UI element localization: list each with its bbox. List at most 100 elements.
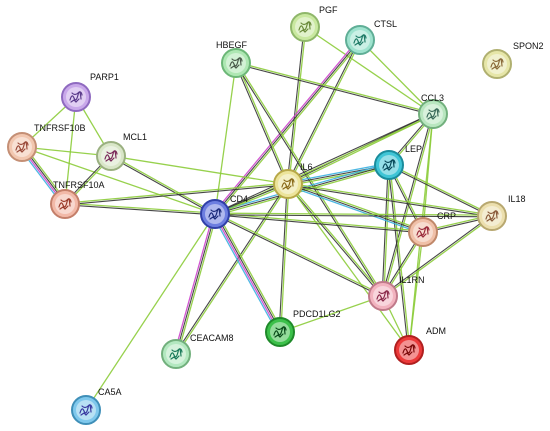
node-label: PGF (319, 5, 338, 15)
node-label: LEP (405, 144, 422, 154)
node-circle (50, 189, 80, 219)
edge-strand (110, 156, 215, 216)
protein-structure-icon (229, 57, 243, 69)
node-inner-highlight (295, 17, 315, 37)
node-spon2[interactable]: SPON2 (482, 41, 544, 79)
node-inner-highlight (399, 340, 419, 360)
edge-strand (215, 212, 493, 216)
node-ctsl[interactable]: CTSL (345, 19, 397, 55)
edge-strand (215, 40, 362, 216)
node-hbegf[interactable]: HBEGF (216, 40, 251, 78)
edge-strand (286, 39, 360, 184)
node-circle (71, 395, 101, 425)
edge-strand (236, 62, 290, 184)
edge-il6-il1rn (286, 183, 385, 297)
edge-strand (286, 184, 383, 297)
node-ccl3[interactable]: CCL3 (418, 93, 448, 129)
node-parp1[interactable]: PARP1 (61, 72, 119, 112)
node-label: CTSL (374, 19, 397, 29)
protein-structure-icon (353, 34, 367, 46)
edge-strand (85, 213, 216, 411)
edge-strand (213, 38, 360, 214)
edge-hbegf-ccl3 (235, 61, 434, 116)
edge-strand (304, 26, 434, 115)
node-circle (200, 199, 230, 229)
node-label: ADM (426, 326, 446, 336)
protein-structure-icon (169, 348, 183, 360)
edge-cd4-crp (214, 212, 424, 234)
edge-strand (408, 231, 424, 351)
edge-strand (175, 213, 216, 355)
node-circle (221, 48, 251, 78)
node-il1rn[interactable]: IL1RN (368, 275, 425, 311)
protein-structure-icon (298, 21, 312, 33)
edge-cd4-pdcd1lg2 (212, 212, 283, 334)
edge-pgf-ccl3 (304, 26, 434, 115)
edge-strand (288, 182, 493, 216)
node-inner-highlight (166, 344, 186, 364)
node-circle (61, 82, 91, 112)
node-inner-highlight (270, 322, 290, 342)
edge-strand (215, 212, 424, 232)
edge-il6-ceacam8 (174, 183, 290, 355)
node-cd4[interactable]: CD4 (200, 194, 248, 229)
node-tnfrsf10b[interactable]: TNFRSF10B (7, 123, 86, 162)
node-inner-highlight (12, 137, 32, 157)
edge-strand (383, 216, 493, 298)
edge-strand (387, 165, 409, 351)
edge-strand (214, 214, 423, 234)
edge-strand (64, 204, 215, 216)
edge-strand (280, 184, 290, 333)
node-pdcd1lg2[interactable]: PDCD1LG2 (265, 309, 341, 347)
edge-mcl1-il6 (110, 155, 289, 185)
node-ca5a[interactable]: CA5A (71, 387, 122, 425)
node-circle (482, 49, 512, 79)
edge-strand (216, 212, 283, 332)
node-label: MCL1 (123, 132, 147, 142)
edge-strand (389, 163, 493, 216)
edge-strand (176, 184, 290, 355)
node-label: CRP (437, 211, 456, 221)
node-circle (273, 169, 303, 199)
edge-strand (214, 214, 492, 218)
edge-il1rn-pdcd1lg2 (279, 295, 384, 333)
node-il6[interactable]: IL6 (273, 162, 313, 199)
node-label: HBEGF (216, 40, 248, 50)
edge-strand (215, 212, 384, 296)
node-label: CEACAM8 (190, 333, 234, 343)
node-lep[interactable]: LEP (374, 144, 422, 180)
protein-structure-icon (58, 198, 72, 210)
node-inner-highlight (423, 104, 443, 124)
node-label: IL18 (508, 194, 526, 204)
protein-structure-icon (402, 344, 416, 356)
node-label: PARP1 (90, 72, 119, 82)
node-circle (265, 317, 295, 347)
node-pgf[interactable]: PGF (290, 5, 338, 42)
node-il18[interactable]: IL18 (477, 194, 526, 231)
edge-strand (389, 164, 411, 350)
node-ceacam8[interactable]: CEACAM8 (161, 333, 234, 369)
node-mcl1[interactable]: MCL1 (96, 132, 147, 171)
node-circle (368, 281, 398, 311)
protein-structure-icon (376, 290, 390, 302)
node-label: IL1RN (399, 275, 425, 285)
node-crp[interactable]: CRP (408, 211, 456, 247)
edge-strand (64, 96, 77, 205)
edge-strand (422, 113, 434, 233)
edge-strand (286, 26, 305, 184)
edge-strand (111, 154, 216, 214)
edge-strand (235, 63, 433, 116)
edge-tnfrsf10a-cd4 (64, 202, 216, 216)
edge-strand (173, 213, 214, 354)
node-inner-highlight (373, 286, 393, 306)
node-adm[interactable]: ADM (394, 326, 446, 365)
protein-structure-icon (208, 208, 222, 220)
protein-structure-icon (485, 210, 499, 222)
node-tnfrsf10a[interactable]: TNFRSF10A (50, 180, 105, 219)
node-circle (290, 12, 320, 42)
node-circle (394, 335, 424, 365)
edge-strand (288, 183, 385, 296)
edge-tnfrsf10a-il6 (64, 182, 289, 206)
protein-structure-icon (490, 58, 504, 70)
